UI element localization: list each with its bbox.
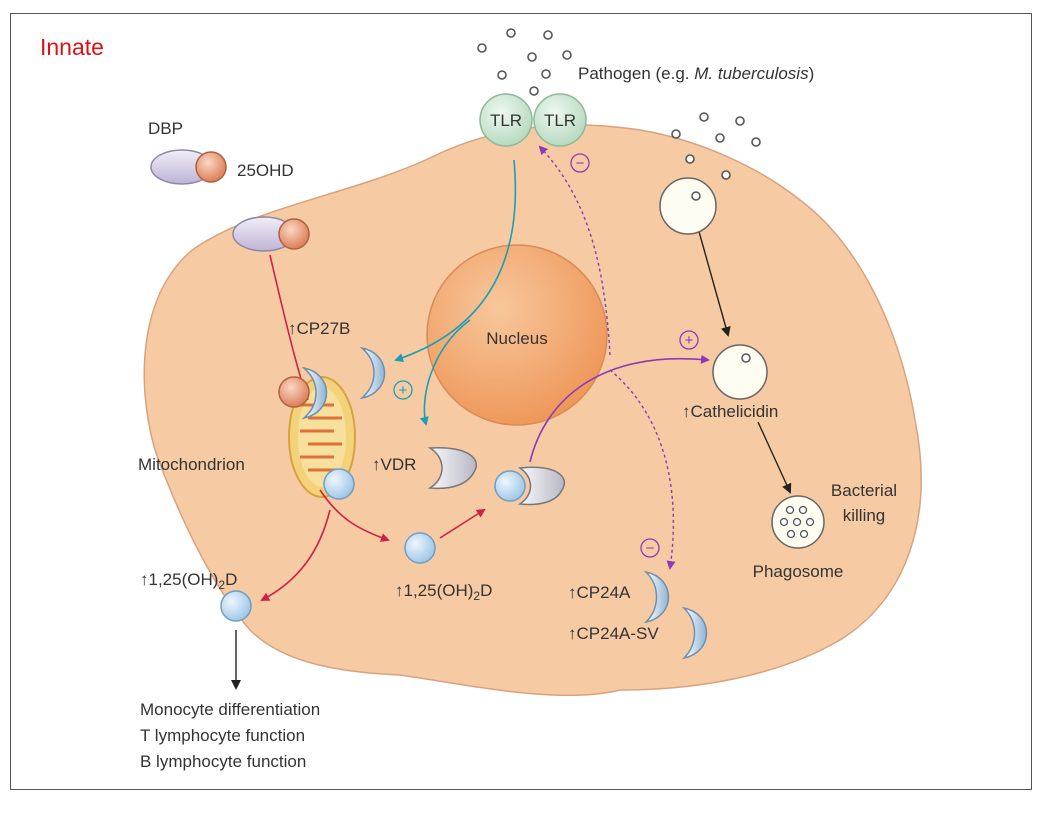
cathelicidin-vesicle	[712, 344, 768, 400]
arrow-mitochondrion-to-serum-calcitriol	[260, 509, 331, 601]
svg-text:+: +	[399, 382, 408, 399]
arrow-mitochondrion-to-calcitriol	[319, 489, 390, 542]
arrow-calcitriol-to-vdr	[439, 508, 486, 539]
bacterial-label: Bacterial	[831, 481, 897, 500]
cyp27b-enzyme	[359, 346, 386, 400]
dbp-complex-extracellular	[150, 149, 227, 185]
vdr-receptor	[427, 447, 478, 490]
mitochondrion-label: Mitochondrion	[138, 455, 245, 474]
arrow-vdr-to-cathelicidin	[529, 354, 710, 463]
arrow-feedback-to-cyp24a	[609, 369, 676, 570]
calcitriol-mitochondrial	[323, 468, 355, 500]
nucleus-label: Nucleus	[486, 329, 547, 348]
plus-symbol-cyp27b: +	[393, 380, 413, 400]
vdr-label: ↑VDR	[372, 455, 416, 474]
cyp24a-label: ↑CP24A	[568, 583, 631, 602]
svg-text:−: −	[646, 540, 655, 557]
tlr-receptor-2	[533, 93, 587, 147]
dbp-label: DBP	[148, 119, 183, 138]
phagosome	[771, 495, 825, 549]
cathelicidin-label: ↑Cathelicidin	[682, 402, 778, 421]
cyp24a-sv-enzyme	[681, 606, 708, 660]
arrow-cathelicidin-to-phagosome	[757, 421, 792, 494]
cyp24a-enzyme	[643, 570, 670, 624]
calcitriol-systemic-label: ↑1,25(OH)2D	[140, 570, 237, 592]
svg-text:−: −	[576, 155, 585, 172]
cyp27b-on-mitochondrion	[278, 366, 328, 420]
outcome-b-lymphocyte-function: B lymphocyte function	[140, 752, 306, 771]
arrow-tlr-to-vdr	[419, 319, 471, 426]
arrow-feedback-to-tlr	[538, 145, 611, 356]
arrow-tlr-to-cyp27b	[394, 159, 517, 363]
endocytic-vesicle	[659, 177, 717, 235]
outcome-t-lymphocyte-function: T lymphocyte function	[140, 726, 305, 745]
pathogen-label: Pathogen (e.g. M. tuberculosis)	[578, 64, 814, 83]
minus-symbol-tlr: −	[570, 153, 590, 173]
killing-label: killing	[843, 506, 886, 525]
tlr-label-1: TLR	[490, 111, 522, 130]
minus-symbol-cyp24a: −	[640, 538, 660, 558]
outcome-monocyte-differentiation: Monocyte differentiation	[140, 700, 320, 719]
tlr-receptor-1	[479, 93, 533, 147]
calcitriol-cellular-label: ↑1,25(OH)2D	[395, 581, 492, 603]
calcitriol-cytoplasmic	[404, 532, 436, 564]
cyp24a-sv-label: ↑CP24A-SV	[568, 624, 659, 643]
vdr-calcitriol-complex	[494, 466, 566, 506]
figure-title: Innate	[40, 34, 104, 60]
plus-symbol-cathelicidin: +	[679, 330, 699, 350]
25ohd-label: 25OHD	[237, 161, 294, 180]
phagosome-label: Phagosome	[753, 562, 844, 581]
arrow-pathogen-to-cathelicidin	[697, 227, 731, 337]
nucleus	[426, 244, 608, 426]
tlr-label-2: TLR	[544, 111, 576, 130]
pathogen-particles	[477, 28, 761, 180]
dbp-complex-internalized	[232, 216, 310, 252]
svg-text:+: +	[685, 332, 694, 349]
calcitriol-systemic	[220, 590, 252, 622]
cyp27b-label: ↑CP27B	[288, 319, 350, 338]
